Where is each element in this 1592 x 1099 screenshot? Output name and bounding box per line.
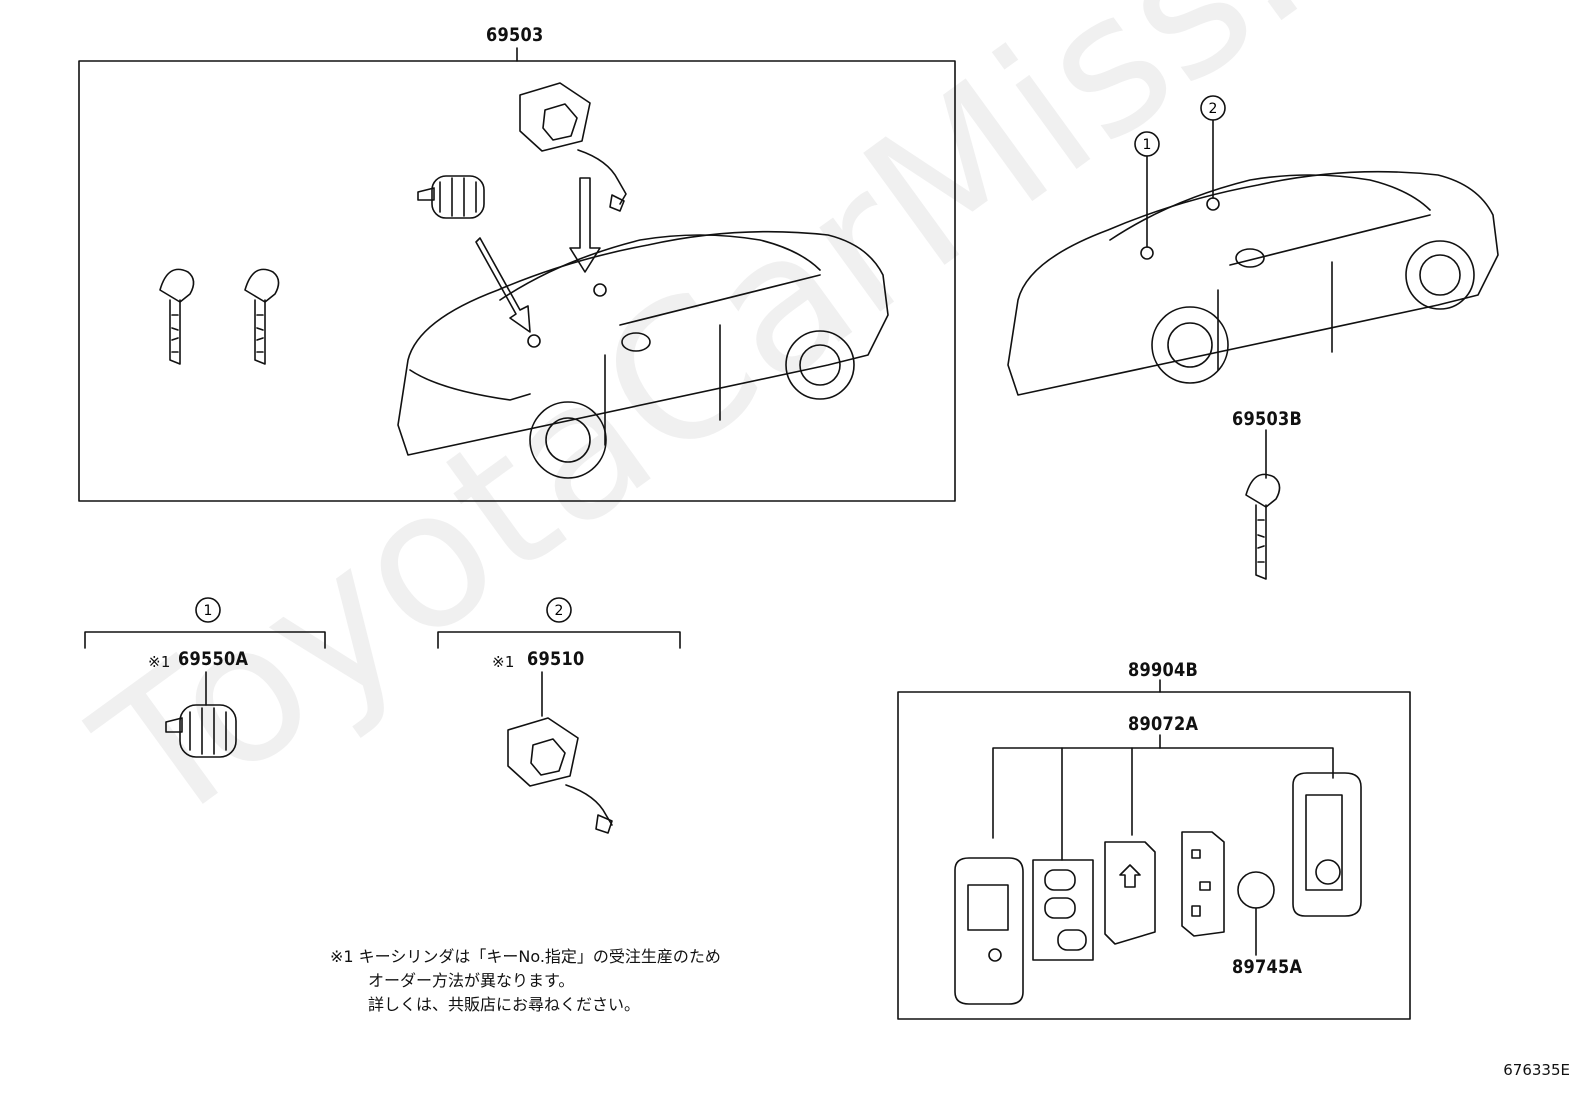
key-left-icon	[159, 268, 195, 365]
note-line-3: 詳しくは、共販店にお尋ねください。	[368, 995, 641, 1014]
circuit-board-icon-2	[1181, 831, 1225, 937]
arrow-to-cylinder-icon	[475, 237, 531, 333]
circuit-board-icon-1	[1104, 841, 1156, 945]
bracket-group-2	[437, 597, 681, 649]
key-right-icon	[244, 268, 280, 365]
key-69503b-icon	[1245, 429, 1281, 580]
label-69510: 69510	[527, 648, 585, 670]
reference-code: 676335E	[1503, 1061, 1570, 1079]
battery-icon	[1237, 871, 1275, 956]
car-outline-kit-icon	[397, 230, 889, 479]
mark-69550a: ※1	[148, 653, 171, 671]
ordering-note: ※1 キーシリンダは「キーNo.指定」の受注生産のため オーダー方法が異なります…	[330, 945, 721, 1017]
lock-actuator-icon-69510	[507, 671, 613, 834]
lock-actuator-icon-top	[519, 82, 627, 212]
callout-2-right: 2	[1209, 101, 1218, 117]
callout-1-right: 1	[1143, 137, 1152, 153]
bracket-group-1	[84, 597, 326, 649]
note-line-1: ※1 キーシリンダは「キーNo.指定」の受注生産のため	[330, 947, 721, 966]
remote-case-icon	[954, 857, 1024, 1005]
car-outline-right-icon	[1007, 95, 1499, 396]
callout-1-group: 1	[204, 603, 213, 619]
label-89072a: 89072A	[1128, 713, 1199, 735]
remote-kit-box-89904b	[897, 691, 1411, 1020]
label-89904b: 89904B	[1128, 659, 1199, 681]
note-line-2: オーダー方法が異なります。	[368, 971, 575, 990]
door-cylinder-icon-top	[417, 175, 485, 219]
mark-69510: ※1	[492, 653, 515, 671]
remote-housing-icon	[1292, 772, 1362, 917]
label-69503: 69503	[486, 24, 544, 46]
kit-box-69503	[78, 60, 956, 502]
door-cylinder-icon-69550a	[165, 671, 237, 758]
arrow-to-actuator-icon	[569, 177, 601, 273]
label-69503b: 69503B	[1232, 408, 1303, 430]
button-pad-icon	[1032, 859, 1094, 961]
label-89745a: 89745A	[1232, 956, 1303, 978]
callout-2-group: 2	[555, 603, 564, 619]
label-69550a: 69550A	[178, 648, 249, 670]
